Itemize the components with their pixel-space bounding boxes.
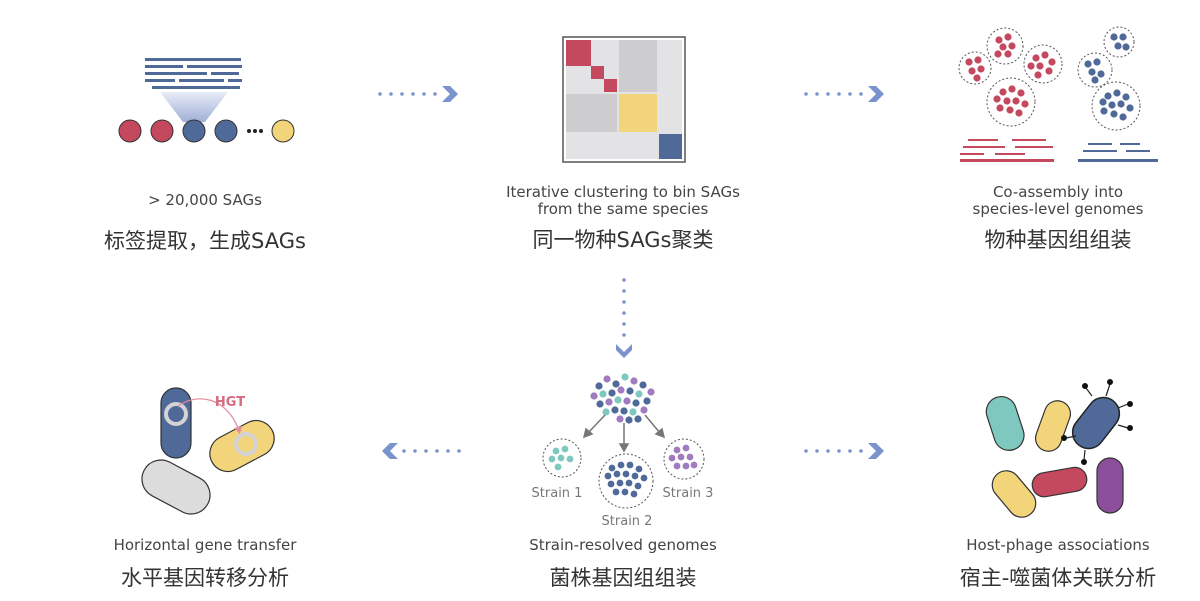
panel-4-english: Horizontal gene transfer [113,536,297,554]
panel-2-caption: Iterative clustering to bin SAGs from th… [443,184,803,254]
panel-hgt-graphic: HGT [141,387,275,515]
panel-1-english: > 20,000 SAGs [148,191,262,209]
panel-6-caption: Host-phage associations 宿主-噬菌体关联分析 [878,537,1200,592]
strain-2-label: Strain 2 [602,514,653,529]
panel-4-caption: Horizontal gene transfer 水平基因转移分析 [25,537,385,592]
arrow-step5-to-step6 [804,443,884,459]
strain-3-label: Strain 3 [663,486,714,501]
blue-contigs [1078,143,1158,162]
read-lines [145,58,242,89]
panel-5-english: Strain-resolved genomes [529,536,717,554]
arrow-step5-to-step4 [382,443,461,459]
mixed-cluster [590,373,655,424]
panel-3-english-line2: species-level genomes [972,200,1144,218]
panel-2-english-line1: Iterative clustering to bin SAGs [506,183,740,201]
panel-3-chinese: 物种基因组组装 [984,228,1132,252]
panel-4-chinese: 水平基因转移分析 [121,566,289,590]
panel-3-caption: Co-assembly into species-level genomes 物… [878,184,1200,254]
panel-coassembly-graphic [958,26,1158,162]
panel-2-english-line2: from the same species [537,200,709,218]
funnel [160,92,228,122]
panel-clustering-matrix [562,36,686,163]
panel-sag-generation-graphic [118,58,295,143]
arrow-step1-to-step2 [378,86,458,102]
panel-6-english: Host-phage associations [966,536,1150,554]
panel-6-chinese: 宿主-噬菌体关联分析 [959,566,1157,590]
panel-1-chinese: 标签提取，生成SAGs [104,229,306,253]
panel-5-caption: Strain-resolved genomes 菌株基因组组装 [443,537,803,592]
panel-5-chinese: 菌株基因组组装 [549,566,697,590]
red-contigs [960,139,1054,162]
hgt-label: HGT [215,395,245,410]
panel-3-english-line1: Co-assembly into [992,183,1124,201]
panel-host-phage-graphic [985,379,1133,518]
panel-2-chinese: 同一物种SAGs聚类 [532,228,714,252]
strain-1-label: Strain 1 [532,486,583,501]
arrow-step2-to-step5 [616,278,632,358]
panel-1-caption: > 20,000 SAGs 标签提取，生成SAGs [25,192,385,255]
arrow-step2-to-step3 [804,86,884,102]
panel-strain-graphic: Strain 1 Strain 2 Strain 3 [532,373,714,529]
